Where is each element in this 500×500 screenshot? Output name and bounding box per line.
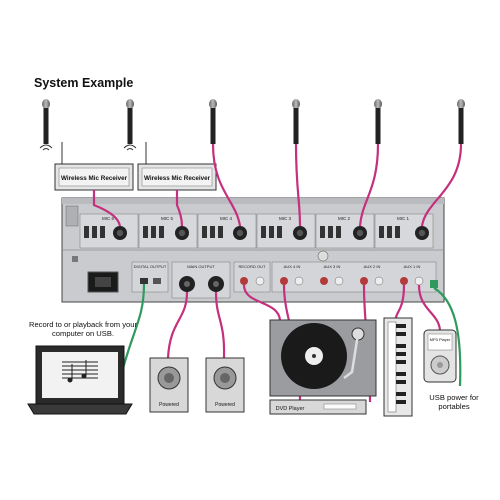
microphone — [292, 99, 300, 144]
diagram-title: System Example — [34, 76, 134, 90]
channel-strip-3: MIC 3 — [256, 213, 316, 249]
ground-terminal — [72, 256, 78, 262]
wireless-receiver: Wireless Mic Receiver — [137, 163, 217, 191]
channel-strip-2: MIC 2 — [315, 213, 375, 249]
microphone-cables — [92, 143, 463, 227]
microphone — [374, 99, 382, 144]
optical-port — [153, 278, 161, 284]
usb-record-note: Record to or playback from your computer… — [28, 320, 138, 338]
receiver-label: Wireless Mic Receiver — [144, 175, 211, 182]
main-output-label: MAIN OUTPUT — [187, 264, 215, 269]
record-out-label: RECORD OUT — [239, 264, 266, 269]
channel-label: MIC 6 — [102, 216, 114, 221]
usb-port — [140, 278, 148, 284]
aux-input-label: AUX 2 IN — [364, 264, 381, 269]
channel-strip-1: MIC 1 — [374, 213, 434, 249]
aux-input-label: AUX 3 IN — [324, 264, 341, 269]
aux-inputs-section: AUX 4 IN AUX 3 IN AUX 2 IN AUX 1 IN — [271, 261, 437, 293]
aux-input-label: AUX 4 IN — [284, 264, 301, 269]
usb-power-note: USB power for portables — [429, 393, 479, 411]
turntable — [269, 319, 377, 397]
channel-strip-4: MIC 4 — [197, 213, 257, 249]
main-output-section: MAIN OUTPUT — [171, 261, 231, 299]
dvd-player-label: DVD Player — [276, 406, 305, 412]
dvd-player: DVD Player — [269, 399, 367, 415]
channel-strip-5: MIC 5 — [138, 213, 198, 249]
channel-strip-6: MIC 6 — [79, 213, 139, 249]
microphone — [457, 99, 465, 144]
digital-output-label: DIGITAL OUTPUT — [134, 264, 167, 269]
powered-speaker: Powered — [205, 357, 245, 413]
speaker-label: Powered — [215, 402, 235, 408]
microphone — [209, 99, 217, 144]
mixer-rear-panel: MIC 6 MIC 5 MIC 4 MIC 3 — [61, 197, 445, 303]
channel-label: MIC 2 — [338, 216, 350, 221]
level-knob — [317, 250, 329, 262]
wireless-signal-icon — [39, 144, 137, 151]
powered-speaker: Powered — [149, 357, 189, 413]
receiver-label: Wireless Mic Receiver — [61, 175, 128, 182]
microphone — [126, 99, 134, 144]
mp3-player: MP3 Player — [423, 329, 457, 383]
wireless-receiver: Wireless Mic Receiver — [54, 163, 134, 191]
aux-input-label: AUX 1 IN — [404, 264, 421, 269]
record-out-section: RECORD OUT — [233, 261, 271, 293]
digital-output-section: DIGITAL OUTPUT — [131, 261, 169, 293]
keyboard — [383, 317, 413, 417]
channel-label: MIC 3 — [279, 216, 291, 221]
microphone — [42, 99, 50, 144]
laptop-computer — [27, 345, 133, 415]
speaker-label: Powered — [159, 402, 179, 408]
channel-label: MIC 5 — [161, 216, 173, 221]
usb-power-port — [430, 280, 438, 288]
channel-label: MIC 1 — [397, 216, 409, 221]
serial-label — [65, 205, 79, 227]
music-notes-icon — [62, 360, 98, 383]
mp3-player-label: MP3 Player — [430, 337, 451, 342]
channel-label: MIC 4 — [220, 216, 232, 221]
